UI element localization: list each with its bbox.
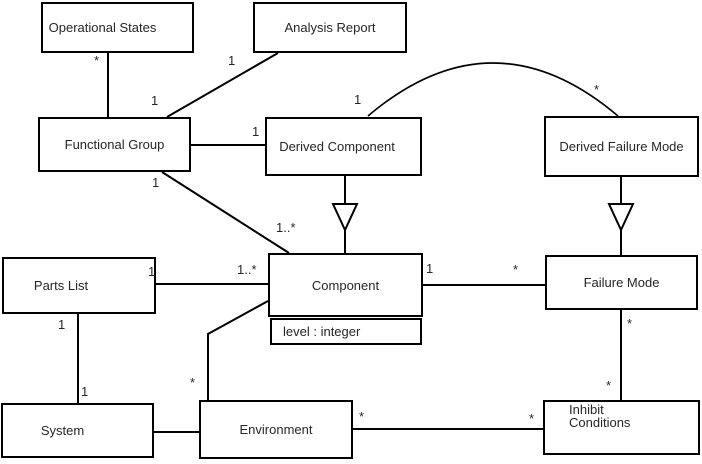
class-label: Derived Failure Mode	[559, 139, 684, 154]
multiplicity-funcgroup-os-end: 1	[151, 93, 159, 108]
connector-funcgroup-analysisreport	[166, 52, 279, 118]
class-label: Environment	[239, 422, 313, 437]
class-label: System	[40, 423, 85, 438]
class-box-derived-component[interactable]: Derived Component	[265, 117, 422, 176]
class-box-inhibit-conditions[interactable]: Inhibit Conditions	[543, 400, 700, 455]
attribute-label: level : integer	[283, 324, 361, 339]
class-label: Derived Component	[279, 139, 395, 154]
multiplicity-component-partslist-end: 1..*	[237, 262, 257, 277]
multiplicity-environment-component-end: *	[190, 375, 196, 390]
class-label: Operational States	[48, 20, 157, 35]
connector-funcgroup-component	[161, 171, 290, 254]
class-label-line2: Conditions	[569, 415, 631, 430]
multiplicity-arc-derivedfailuremode-end: *	[594, 82, 600, 97]
attribute-box-component-level[interactable]: level : integer	[270, 318, 422, 345]
multiplicity-failuremode-inhibit-end: *	[627, 316, 633, 331]
multiplicity-arc-derivedcomponent-end: 1	[354, 92, 362, 107]
class-box-failure-mode[interactable]: Failure Mode	[545, 255, 698, 310]
class-label: Parts List	[33, 278, 89, 293]
class-box-analysis-report[interactable]: Analysis Report	[253, 2, 407, 53]
connector-derivedcomponent-derivedfailuremode-arc	[367, 62, 619, 117]
multiplicity-component-funcgroup-end: 1..*	[276, 220, 296, 235]
multiplicity-partslist-system-end: 1	[58, 317, 66, 332]
multiplicity-funcgroup-component-end: 1	[152, 175, 160, 190]
multiplicity-component-failuremode-end: 1	[426, 261, 434, 276]
class-label: Analysis Report	[284, 20, 376, 35]
class-box-derived-failure-mode[interactable]: Derived Failure Mode	[544, 116, 699, 177]
multiplicity-analysisreport-end: 1	[228, 53, 236, 68]
multiplicity-system-partslist-end: 1	[81, 384, 89, 399]
class-box-operational-states[interactable]: Operational States	[41, 2, 194, 53]
class-box-system[interactable]: System	[1, 403, 154, 458]
multiplicity-environment-inhibit-end: *	[359, 409, 365, 424]
multiplicity-failuremode-component-end: *	[513, 262, 519, 277]
class-box-component[interactable]: Component	[268, 253, 423, 317]
multiplicity-inhibit-environment-end: *	[529, 411, 535, 426]
class-label: Functional Group	[64, 137, 165, 152]
connector-component-environment	[207, 300, 269, 400]
multiplicity-inhibit-failuremode-end: *	[606, 378, 612, 393]
multiplicity-partslist-component-end: 1	[148, 264, 156, 279]
generalization-arrow-icon	[331, 203, 359, 233]
generalization-arrow-icon	[607, 203, 635, 233]
class-label-line1: Inhibit	[569, 402, 604, 417]
class-box-environment[interactable]: Environment	[199, 400, 353, 459]
multiplicity-derivedcomponent-end: 1	[252, 124, 260, 139]
class-label: Component	[311, 277, 380, 293]
class-box-parts-list[interactable]: Parts List	[2, 257, 156, 314]
class-label: Failure Mode	[583, 275, 660, 290]
multiplicity-opstates-end: *	[94, 53, 100, 68]
class-box-functional-group[interactable]: Functional Group	[38, 117, 191, 172]
